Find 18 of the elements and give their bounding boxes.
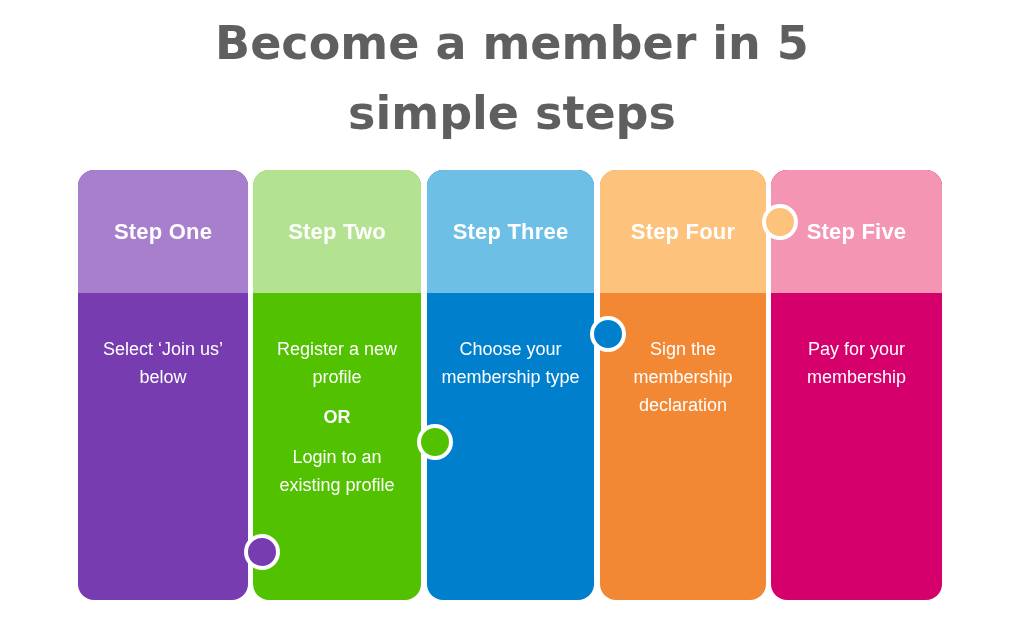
step-description: Select ‘Join us’ below xyxy=(101,338,225,389)
puzzle-piece xyxy=(253,170,421,600)
step-description: Login to an existing profile xyxy=(278,446,396,497)
step-heading: Step Two xyxy=(253,170,421,293)
puzzle-piece xyxy=(771,170,942,600)
step-heading: Step One xyxy=(78,170,248,293)
step-description: Register a new profile xyxy=(275,338,399,389)
puzzle-piece xyxy=(78,170,248,600)
title: Become a member in 5 simple steps xyxy=(214,15,810,142)
puzzle-piece xyxy=(600,170,766,600)
step-description: Sign the membership declaration xyxy=(632,338,734,417)
step-description: Choose your membership type xyxy=(440,338,581,389)
step-heading: Step Five xyxy=(771,170,942,293)
puzzle-piece xyxy=(427,170,594,600)
step-heading: Step Three xyxy=(427,170,594,293)
step-heading: Step Four xyxy=(600,170,766,293)
step-description: OR xyxy=(323,406,351,429)
step-description: Pay for your membership xyxy=(805,338,907,389)
